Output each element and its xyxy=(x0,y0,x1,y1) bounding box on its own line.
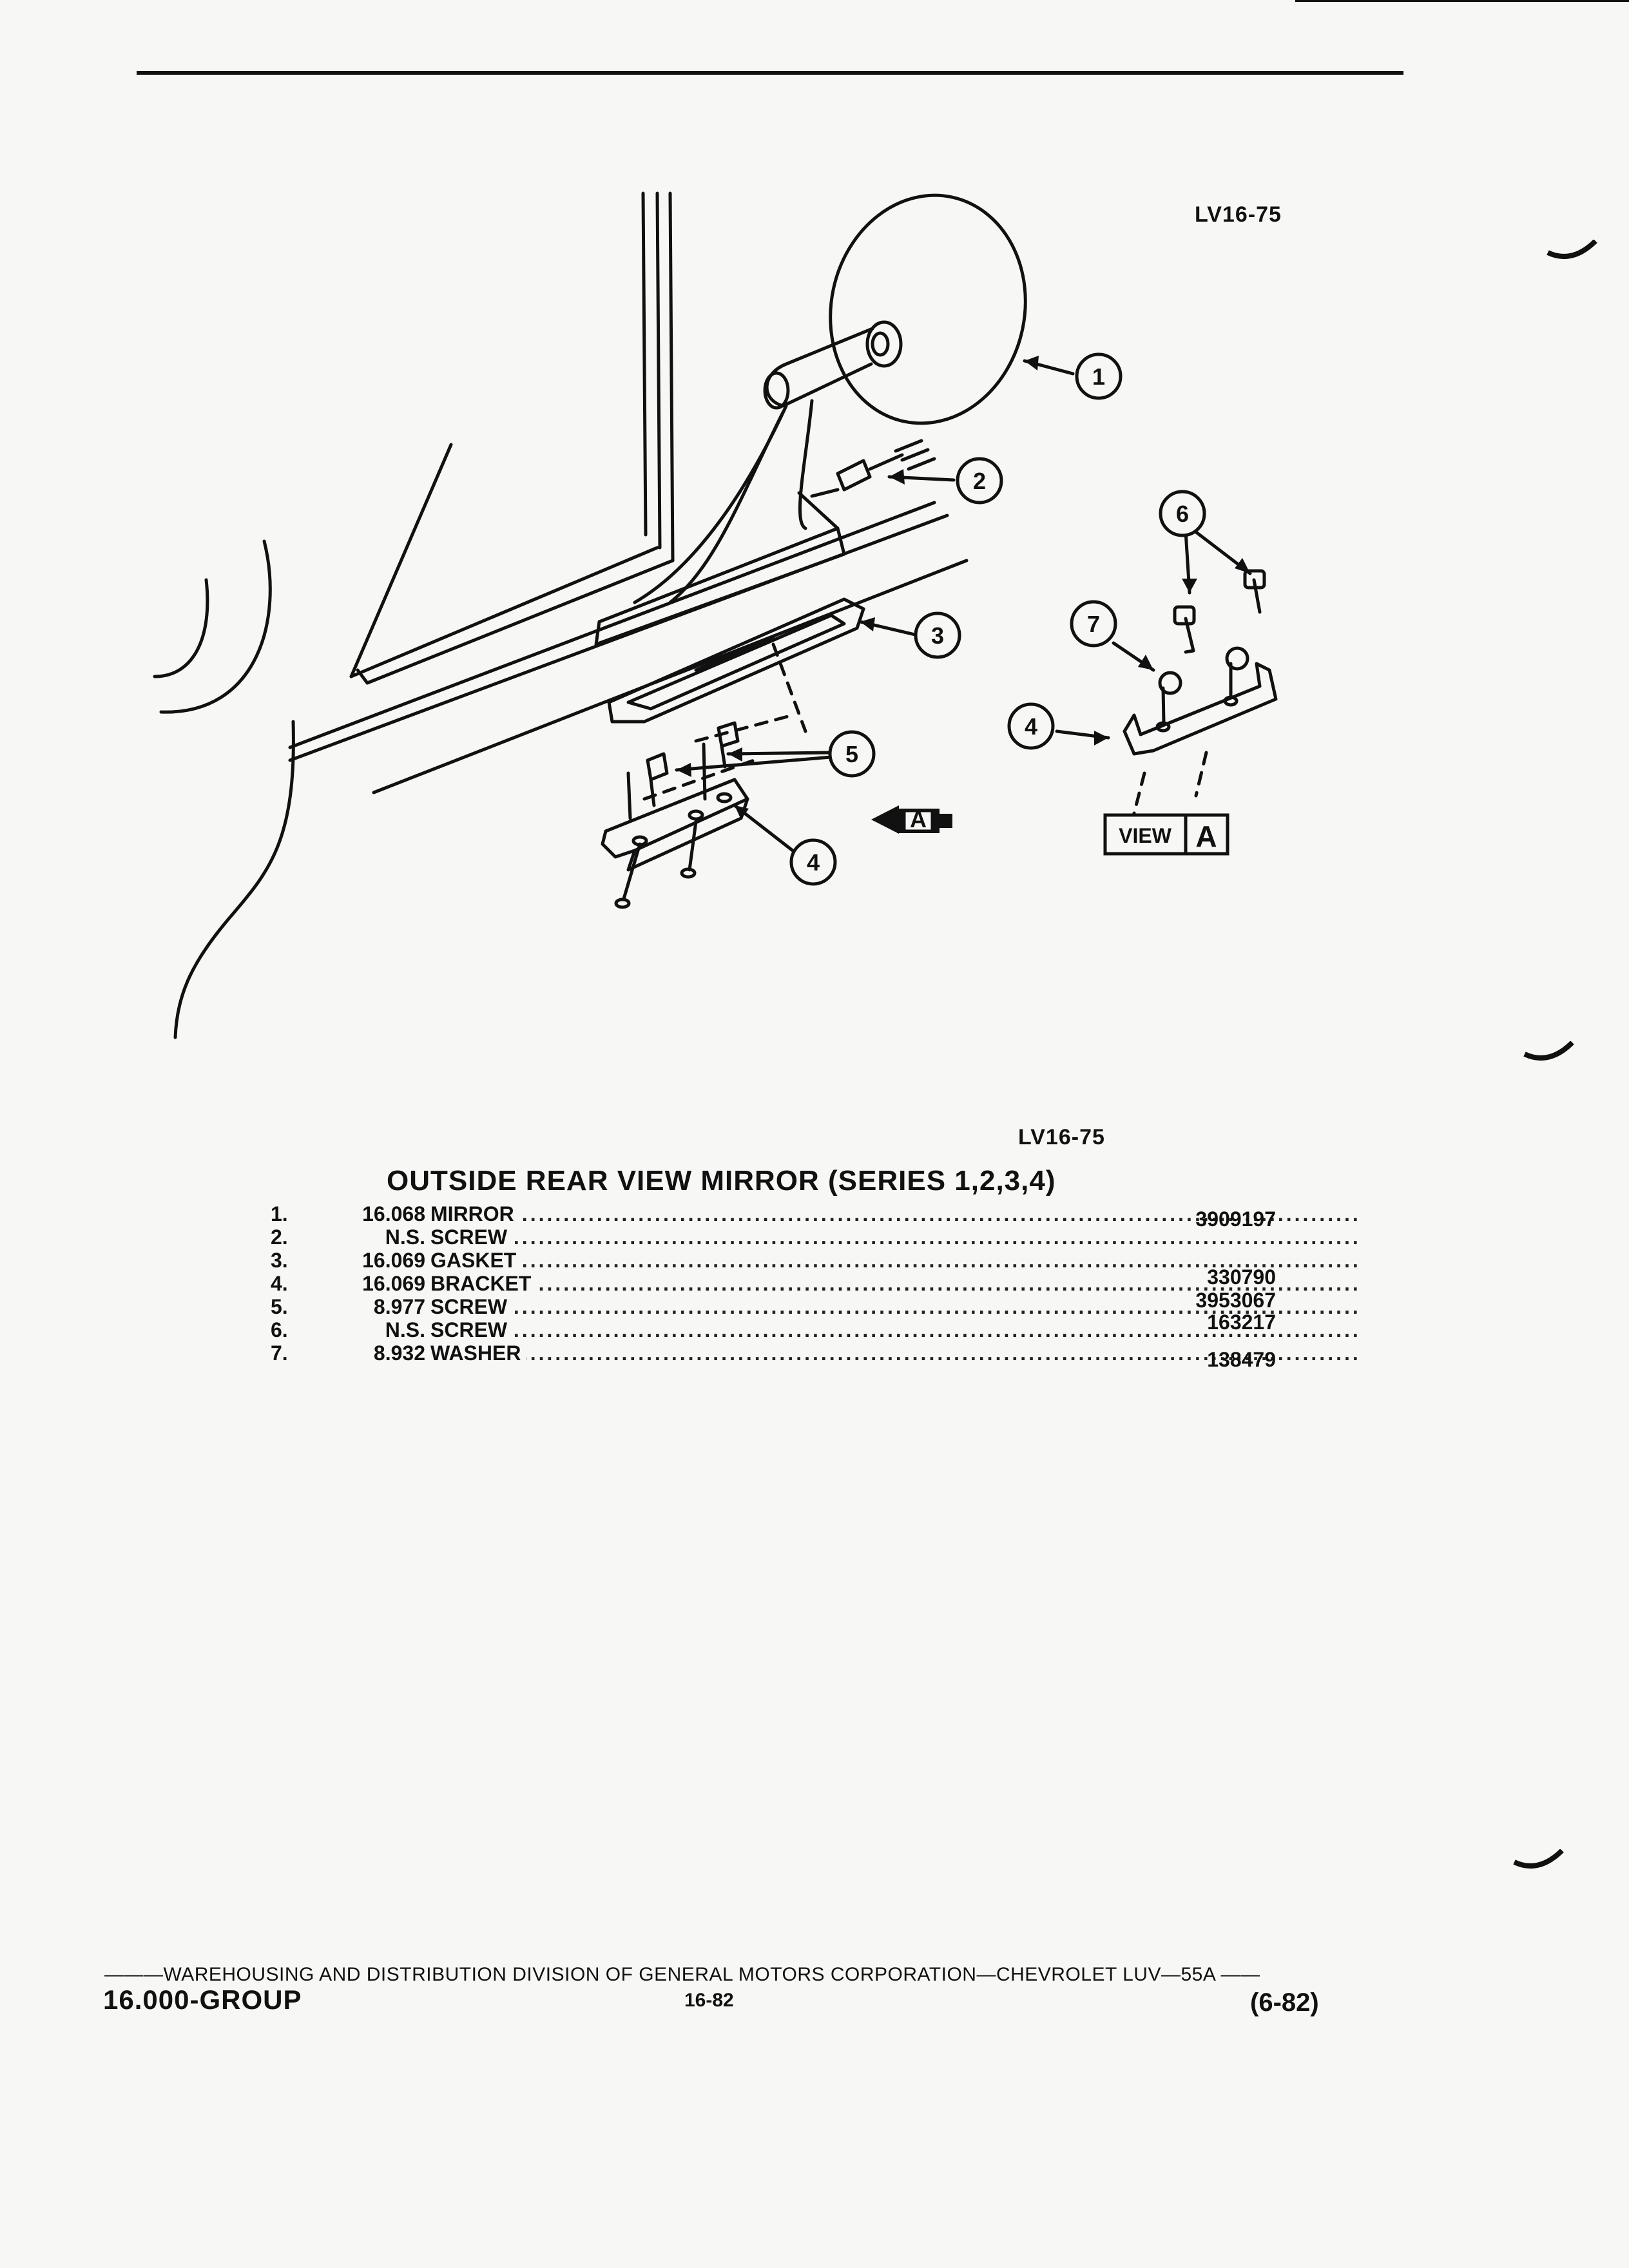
view-word: VIEW xyxy=(1119,824,1172,847)
callout-6 xyxy=(1159,490,1206,537)
top-edge-rule xyxy=(1295,0,1629,2)
part-name: SCREW xyxy=(430,1318,513,1341)
group-number: N.S. xyxy=(385,1318,425,1341)
part-name: BRACKET xyxy=(430,1272,537,1295)
figure-code-caption: LV16-75 xyxy=(1018,1125,1105,1149)
item-number: 1. xyxy=(271,1202,288,1225)
door-window-frame xyxy=(153,191,969,1039)
view-arrow-letter: A xyxy=(910,806,927,832)
arrowheads xyxy=(677,356,1250,820)
callout-5 xyxy=(828,730,876,778)
parts-row: 1. 16.068 MIRROR 3909197 xyxy=(271,1202,1276,1231)
callout-1 xyxy=(1075,352,1123,400)
binder-mark-middle xyxy=(1523,1041,1574,1061)
parts-row: 3. 16.069 GASKET xyxy=(271,1249,1237,1272)
mirror-exploded-diagram: 1 2 3 4 5 6 7 4 A VIEW A xyxy=(153,191,1278,1039)
header-rule xyxy=(137,71,1403,75)
part-name: GASKET xyxy=(430,1249,522,1272)
callout-2-label: 2 xyxy=(973,468,986,494)
callout-1-label: 1 xyxy=(1092,363,1105,390)
group-number: 16.069 xyxy=(362,1272,425,1295)
part-name: MIRROR xyxy=(430,1202,519,1225)
screws-5-part xyxy=(646,721,740,807)
assembly-guides xyxy=(642,642,1208,815)
parts-row: 5. 8.977 SCREW 3953067 xyxy=(271,1289,1276,1318)
item-number: 3. xyxy=(271,1249,288,1272)
parts-list: 1. 16.068 MIRROR 3909197 2. N.S. SCREW 3… xyxy=(271,1202,1276,1371)
parts-row: 6. N.S. SCREW 163217 xyxy=(271,1311,1276,1341)
item-number: 4. xyxy=(271,1272,288,1295)
part-number: 3909197 xyxy=(1195,1207,1276,1231)
parts-row: 4. 16.069 BRACKET 330790 xyxy=(271,1265,1276,1295)
callout-7-label: 7 xyxy=(1087,611,1100,637)
mirror-head xyxy=(763,193,1027,425)
callout-6-label: 6 xyxy=(1176,501,1189,527)
view-a-box: VIEW A xyxy=(1103,813,1229,856)
view-a-arrow-icon: A xyxy=(871,805,952,834)
part-name: SCREW xyxy=(430,1225,513,1249)
callout-4-view-label: 4 xyxy=(1025,713,1037,740)
group-number: 16.068 xyxy=(362,1202,425,1225)
callout-3-label: 3 xyxy=(931,622,944,649)
group-number: 8.977 xyxy=(373,1295,425,1318)
parts-row: 2. N.S. SCREW xyxy=(271,1225,1237,1249)
item-number: 5. xyxy=(271,1295,288,1318)
group-number: N.S. xyxy=(385,1225,425,1249)
group-number: 16.069 xyxy=(362,1249,425,1272)
figure-code-top: LV16-75 xyxy=(1195,202,1282,227)
item-number: 6. xyxy=(271,1318,288,1341)
part-number: 3953067 xyxy=(1195,1289,1276,1312)
footer-publisher-line: ———WAREHOUSING AND DISTRIBUTION DIVISION… xyxy=(104,1964,1260,1985)
callout-3 xyxy=(914,611,961,659)
screw-2-part xyxy=(810,439,936,498)
mirror-arm xyxy=(594,399,846,646)
item-number: 2. xyxy=(271,1225,288,1249)
footer-group-label: 16.000-GROUP xyxy=(103,1984,302,2015)
part-number: 330790 xyxy=(1207,1265,1276,1289)
group-number: 8.932 xyxy=(373,1341,425,1365)
callout-4-lower-label: 4 xyxy=(807,849,820,876)
parts-row: 7. 8.932 WASHER 138479 xyxy=(271,1341,1276,1371)
gasket-part xyxy=(607,597,865,724)
footer-date: (6-82) xyxy=(1250,1988,1319,2017)
section-title: OUTSIDE REAR VIEW MIRROR (SERIES 1,2,3,4… xyxy=(387,1165,1056,1196)
callout-4-lower xyxy=(789,838,837,886)
view-letter: A xyxy=(1195,820,1217,853)
item-number: 7. xyxy=(271,1341,288,1365)
footer-page-number: 16-82 xyxy=(684,1990,734,2011)
part-name: SCREW xyxy=(430,1295,513,1318)
callout-2 xyxy=(956,457,1003,505)
binder-mark-bottom xyxy=(1513,1849,1564,1869)
part-name: WASHER xyxy=(430,1341,526,1365)
callout-4-view xyxy=(1007,702,1055,750)
callout-circles xyxy=(789,352,1206,886)
callout-7 xyxy=(1070,600,1117,648)
part-number: 163217 xyxy=(1207,1311,1276,1334)
leader-lines xyxy=(675,359,1252,852)
binder-mark-top xyxy=(1547,240,1597,259)
part-number: 138479 xyxy=(1207,1348,1276,1371)
callout-5-label: 5 xyxy=(845,741,858,767)
view-a-bracket xyxy=(1123,569,1278,756)
